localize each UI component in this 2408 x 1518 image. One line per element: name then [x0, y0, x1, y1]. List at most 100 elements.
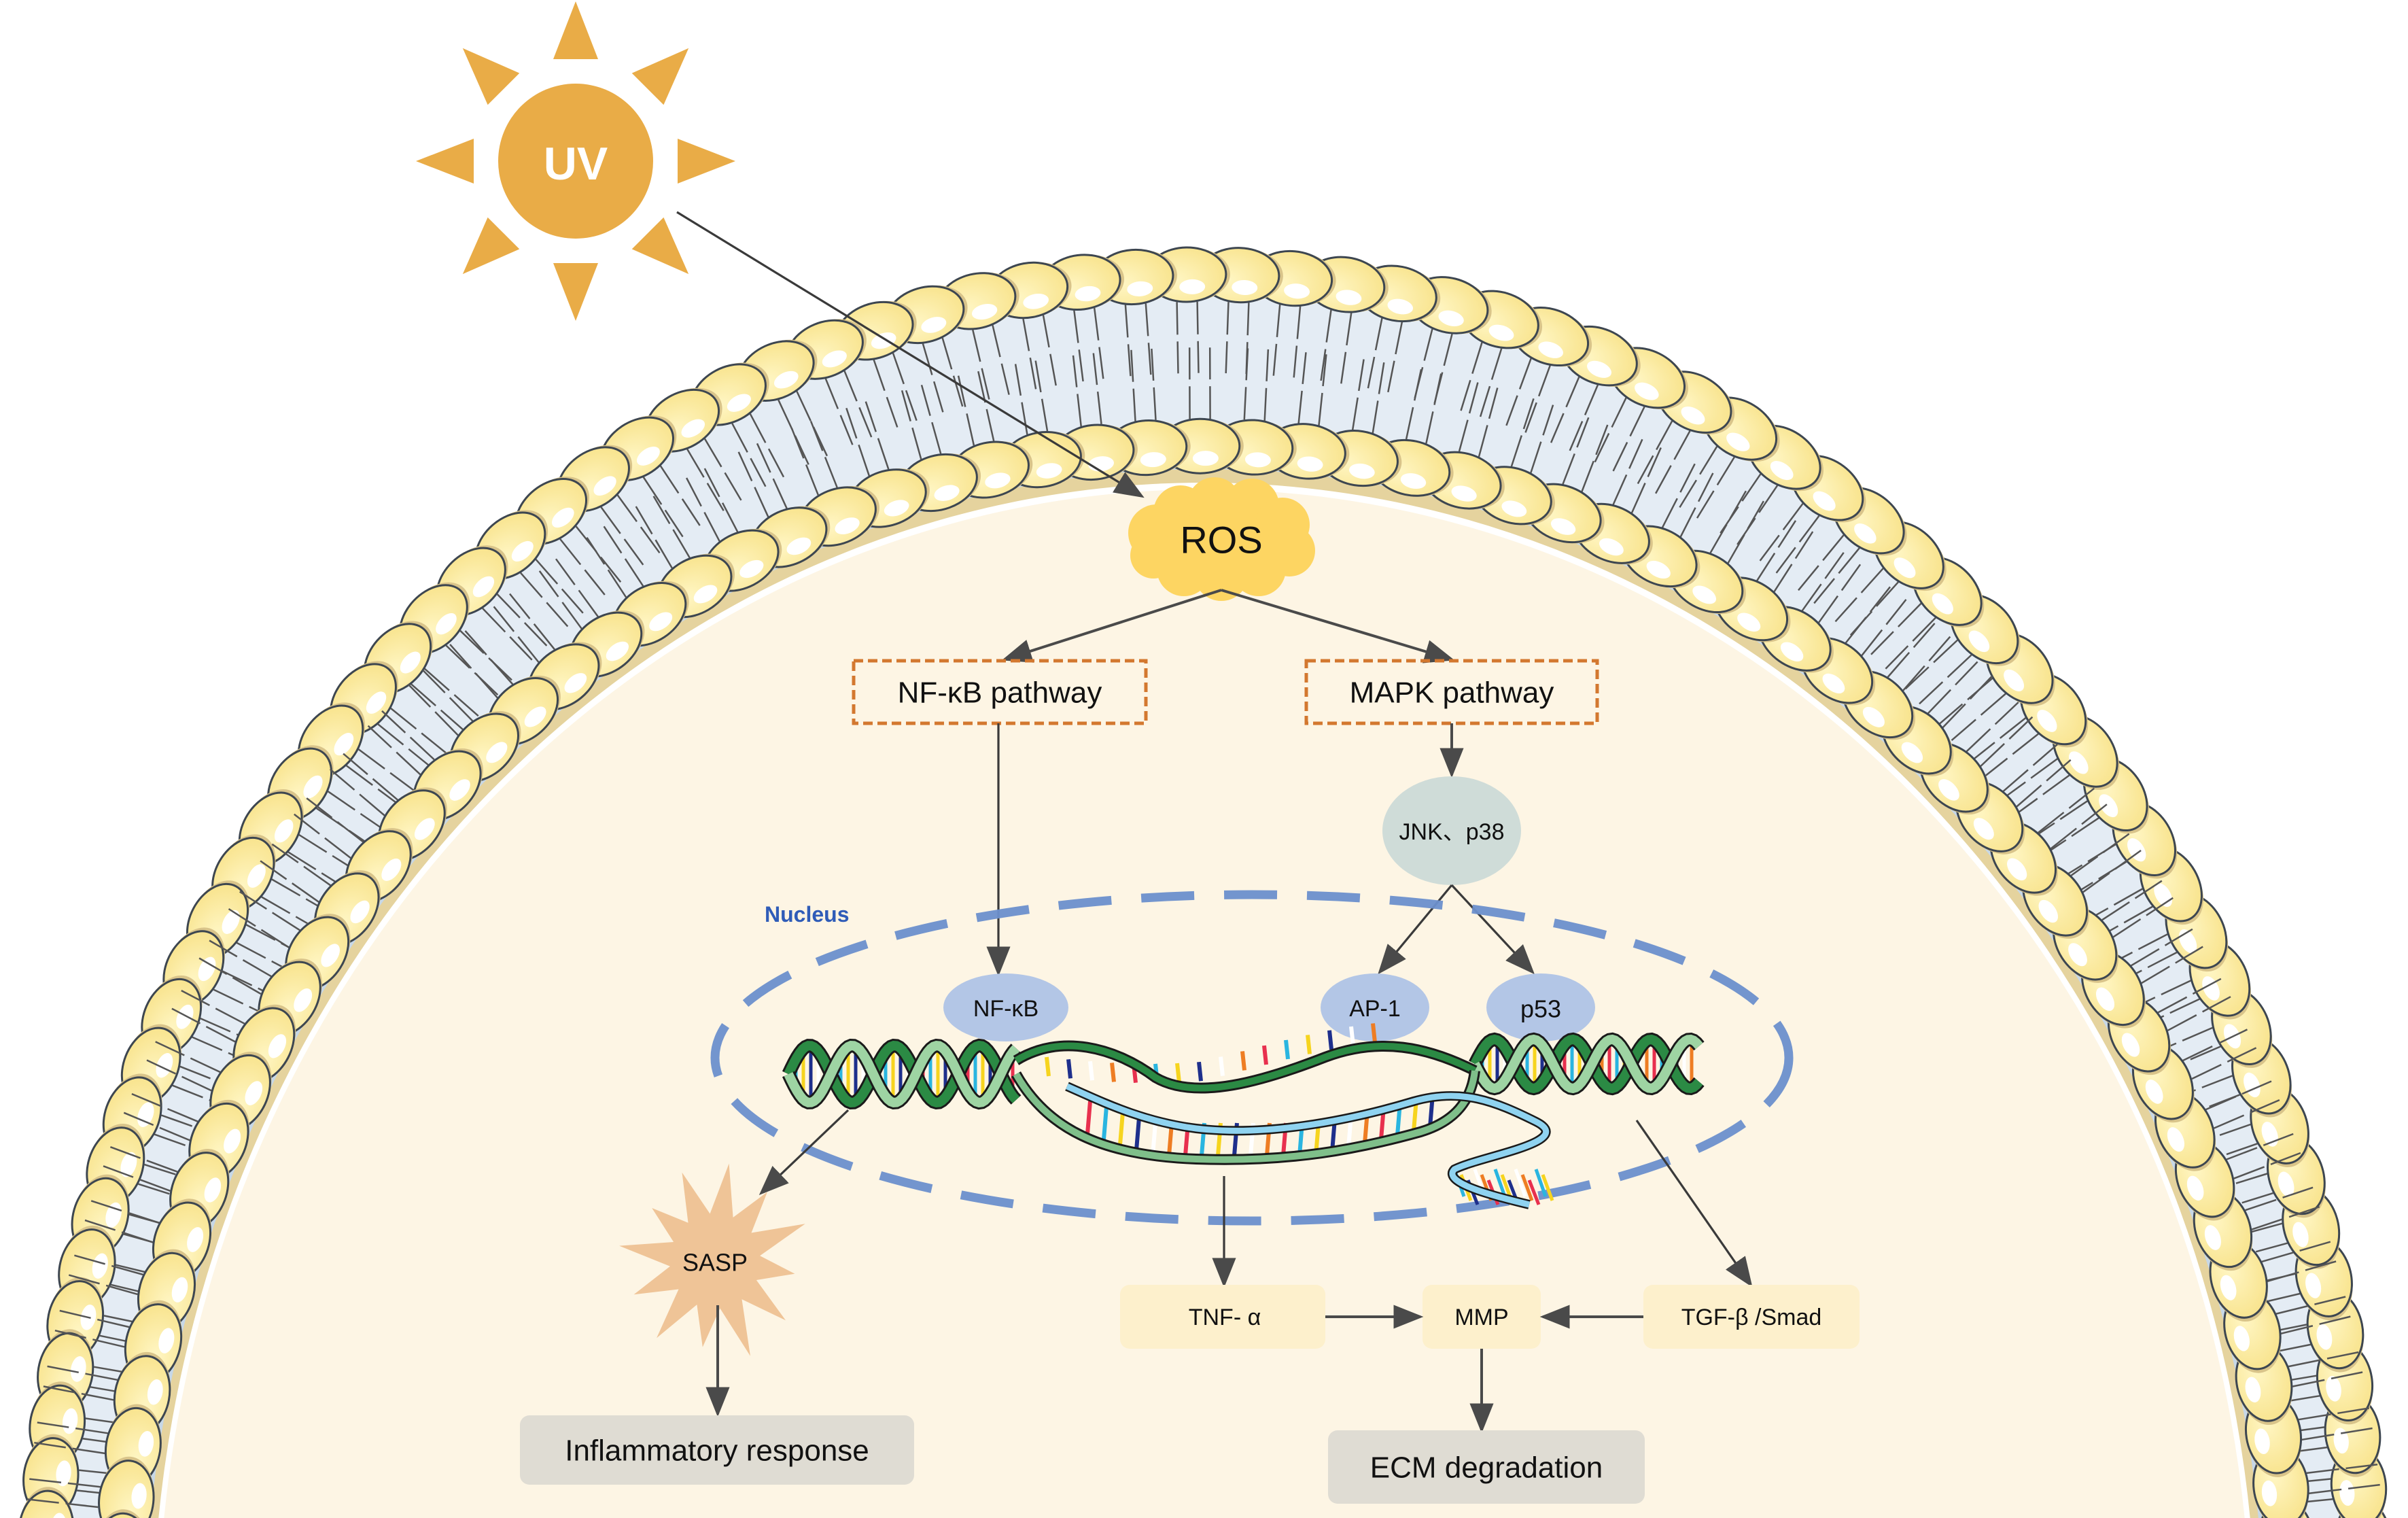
lipid-tail: [2167, 996, 2231, 1031]
lipid-tail: [642, 477, 684, 538]
lipid-tail: [2251, 1206, 2320, 1230]
base-pair: [1118, 1111, 1125, 1145]
lipid-tail: [535, 559, 584, 614]
lipid-tail: [103, 1165, 171, 1192]
sun-ray-icon: [416, 139, 474, 184]
lipid-tail: [538, 570, 582, 629]
lipid-tail: [260, 860, 319, 903]
p53-label: p53: [1520, 995, 1561, 1023]
lipid-tail: [1243, 348, 1249, 420]
lipid-tail: [1661, 463, 1696, 528]
lipid-tail: [2011, 774, 2070, 818]
lipid-tail: [756, 443, 788, 509]
lipid-tail: [559, 538, 606, 596]
lipid-tail: [1951, 693, 2006, 742]
lipid-tail: [74, 1254, 143, 1276]
lipid-tail: [1524, 365, 1551, 433]
base-pair: [1541, 1174, 1554, 1201]
lipid-tail: [1196, 301, 1200, 373]
arrow-dna-to-tgf: [1635, 1120, 1753, 1288]
lipid-tail: [2301, 1427, 2373, 1441]
lipid-tail: [1562, 417, 1590, 485]
base-pair: [1327, 1030, 1333, 1050]
lipid-tail: [957, 375, 975, 446]
lipid-tail: [306, 797, 364, 843]
lipid-tail: [992, 325, 1010, 395]
lipid-tail: [2157, 978, 2222, 1014]
inflammatory-response-box: Inflammatory response: [520, 1415, 914, 1485]
lipid-tail: [1425, 373, 1442, 444]
lipid-tail: [181, 989, 245, 1024]
lipid-tail: [1679, 472, 1714, 538]
tgf-label: TGF-β /Smad: [1681, 1305, 1822, 1330]
base-pair: [1240, 1051, 1246, 1071]
lipid-tail: [520, 572, 569, 627]
lipid-tail: [1176, 302, 1179, 374]
lipid-tail: [901, 390, 922, 460]
lipid-tail: [357, 748, 417, 793]
nucleus-envelope: [710, 890, 1794, 1226]
lipid-tail: [1479, 348, 1503, 417]
lipid-tail: [1759, 503, 1804, 562]
dna-strand: [784, 1040, 1020, 1108]
lipid-tail: [616, 494, 661, 554]
lipid-tail: [977, 370, 995, 441]
lipid-tail: [2038, 787, 2095, 833]
lipid-tail: [2288, 1351, 2359, 1368]
lipid-tail: [873, 359, 898, 428]
lipid-tail: [2298, 1407, 2369, 1421]
lipid-tail: [377, 723, 434, 770]
lipid-tail: [703, 468, 739, 532]
lipid-tail: [2191, 1047, 2257, 1080]
lipid-tail: [1318, 354, 1327, 426]
dna-strand: [1013, 1070, 1478, 1163]
lipid-tail: [239, 891, 300, 931]
lipid-tail: [1885, 617, 1936, 670]
lipid-tail: [29, 1478, 101, 1488]
lipid-tail: [920, 384, 942, 454]
lipid-tail: [34, 1441, 105, 1455]
lipid-tail: [1612, 406, 1645, 472]
lipid-tail: [123, 1111, 190, 1141]
tnf-box: TNF- α: [1120, 1285, 1325, 1349]
ap1-node: AP-1: [1321, 973, 1429, 1041]
ecm-degradation-label: ECM degradation: [1370, 1451, 1603, 1485]
sun-ray-icon: [678, 139, 735, 184]
p53-node: p53: [1486, 973, 1595, 1041]
lipid-tail: [1351, 359, 1365, 430]
lipid-tail: [84, 1219, 154, 1243]
jnk-p38-label: JNK、p38: [1399, 819, 1505, 845]
lipid-tail: [1458, 382, 1479, 452]
lipid-tail: [1845, 586, 1891, 644]
lipid-tail: [2050, 804, 2108, 850]
lipid-tail: [1612, 438, 1643, 505]
lipid-tail: [2233, 1152, 2301, 1179]
lipid-tail: [2112, 897, 2174, 938]
lipid-tail: [1225, 302, 1229, 374]
lipid-tail: [1861, 599, 1907, 656]
lipid-tail: [1569, 384, 1599, 451]
lipid-tail: [2309, 1483, 2380, 1494]
lipid-tail: [1550, 377, 1580, 443]
base-pair: [1262, 1045, 1268, 1065]
lipid-tail: [131, 1092, 198, 1122]
lipid-tail: [2306, 1464, 2378, 1474]
lipid-tail: [1801, 552, 1845, 612]
dna-strand: [784, 1040, 1020, 1108]
lipid-tail: [941, 337, 964, 407]
ros-label: ROS: [1180, 519, 1262, 562]
lipid-tail: [796, 391, 828, 457]
nfkb-node: NF-κB: [943, 973, 1068, 1041]
base-pair: [1197, 1061, 1203, 1082]
sun-icon: [498, 84, 653, 239]
sun-ray-icon: [631, 217, 689, 275]
lipid-tail: [1980, 716, 2034, 767]
tgf-box: TGF-β /Smad: [1643, 1285, 1860, 1349]
lipid-tail: [1999, 758, 2058, 802]
lipid-tail: [1904, 639, 1958, 690]
lipid-tail: [1981, 733, 2039, 779]
base-pair: [1520, 1174, 1534, 1201]
base-pair: [1493, 1169, 1507, 1197]
lipid-tail: [43, 1385, 114, 1401]
lipid-tail: [1093, 307, 1104, 379]
